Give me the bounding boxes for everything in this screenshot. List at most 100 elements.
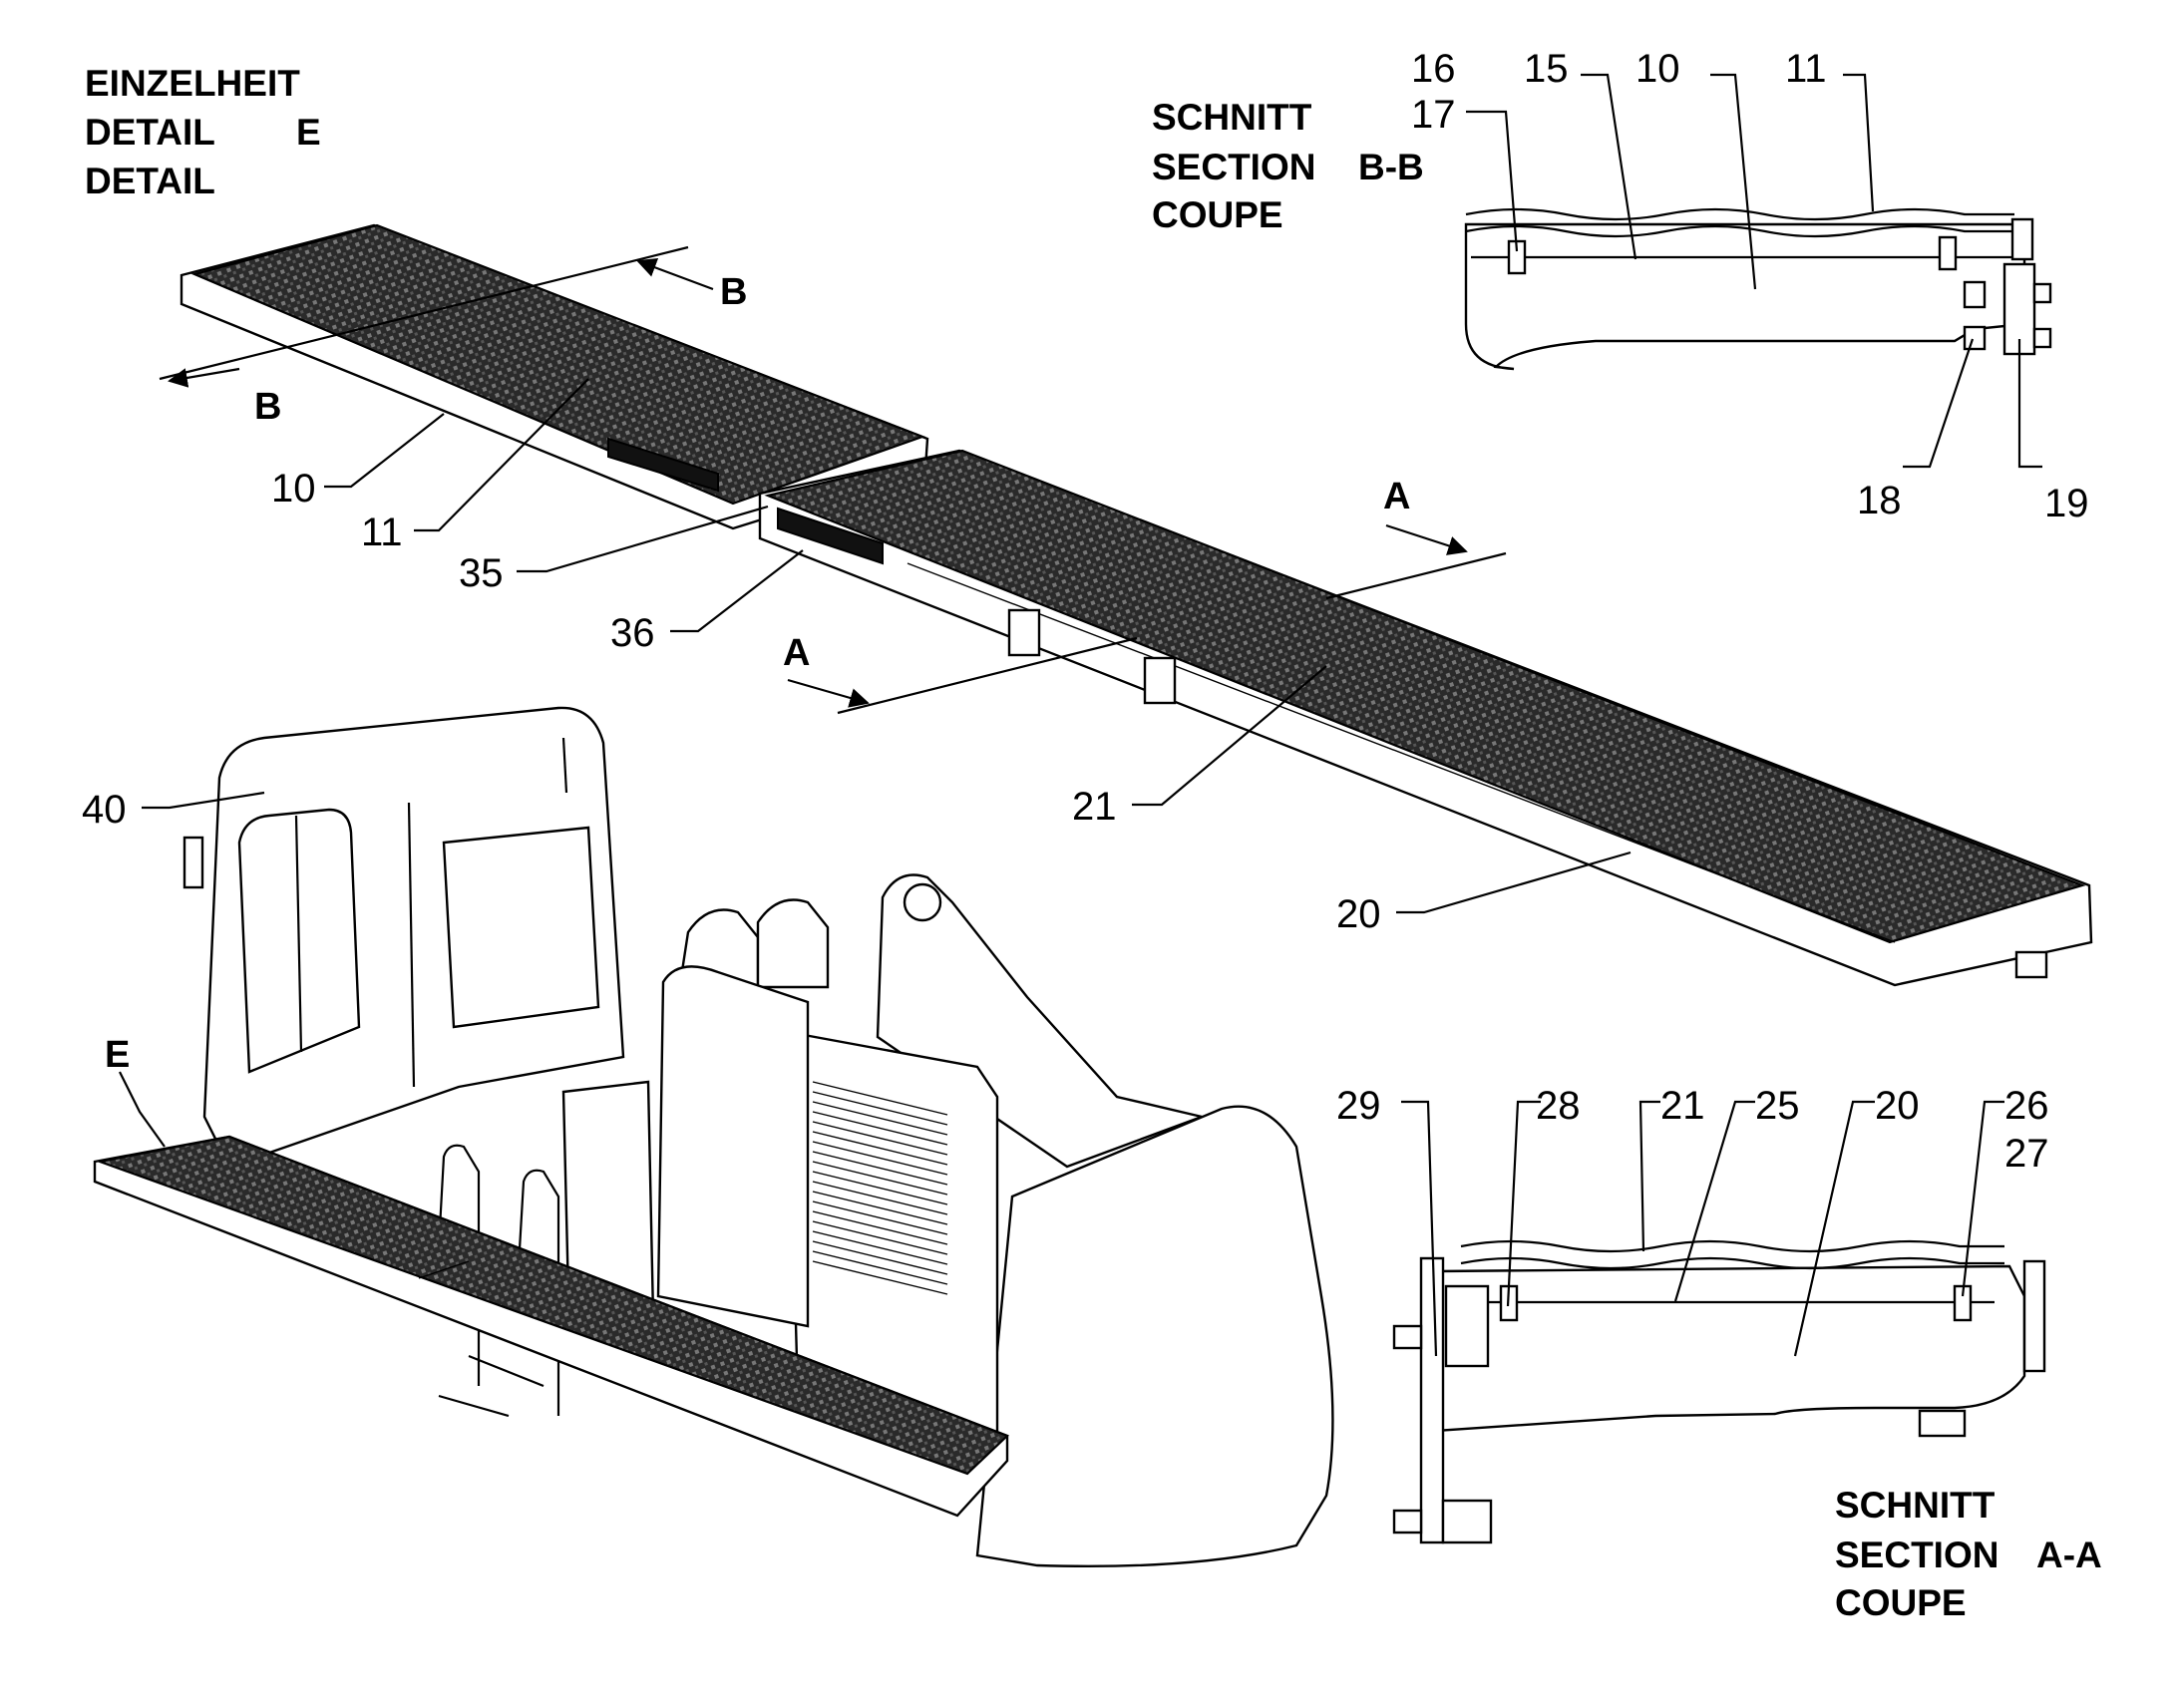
section-bb-bolt-upper [1963, 280, 1987, 309]
grille-slats [812, 1081, 948, 1295]
bb-leader-11 [1843, 73, 1875, 212]
marker-a-right: A [1383, 476, 1410, 517]
aa-callout-28: 28 [1536, 1084, 1581, 1128]
detail-title-line3: DETAIL [85, 161, 215, 201]
cab-window-divider [294, 815, 303, 1053]
right-walkway [758, 449, 2093, 987]
aa-leader-29 [1401, 1100, 1438, 1357]
walkway-20-bracket-2 [1143, 656, 1177, 705]
boom-bracket-center [756, 898, 830, 989]
callout-35: 35 [459, 551, 504, 595]
callout-40: 40 [82, 788, 127, 832]
section-bb-body [1464, 222, 2026, 371]
bb-leader-19 [2017, 339, 2042, 469]
leader-11 [414, 378, 589, 532]
bb-callout-11: 11 [1785, 47, 1827, 91]
callout-21: 21 [1072, 785, 1117, 829]
section-bb-end-tab [2010, 217, 2034, 261]
marker-b-right: B [720, 271, 747, 313]
bb-leader-15 [1581, 73, 1637, 260]
detail-e-title: EINZELHEIT DETAIL E DETAIL [85, 63, 321, 201]
section-aa-block [1444, 1284, 1490, 1368]
leader-10 [324, 413, 445, 489]
bb-callout-19: 19 [2044, 482, 2089, 525]
marker-e: E [105, 1034, 130, 1076]
section-aa-bolt-upper [1392, 1324, 1423, 1350]
tank-block [656, 965, 810, 1328]
leader-20 [1396, 851, 1632, 914]
marker-b-left: B [254, 386, 281, 428]
aa-leader-28 [1506, 1100, 1541, 1307]
walkway-20-bolt [2014, 950, 2048, 979]
leader-21 [1132, 665, 1327, 807]
section-bb-line3: COUPE [1152, 194, 1283, 235]
marker-a-left: A [783, 632, 810, 674]
aa-callout-27: 27 [2004, 1132, 2049, 1176]
aa-leader-26 [1961, 1100, 2004, 1297]
section-aa-foot [1918, 1409, 1967, 1438]
detail-walkway-grating [95, 1135, 1010, 1476]
aa-callout-26: 26 [2004, 1084, 2049, 1128]
detail-walkway-joint [418, 1260, 470, 1279]
section-aa: 29 28 21 25 20 26 27 SCHNITT SECTION A-A… [1336, 1084, 2102, 1623]
section-aa-cut-left [837, 636, 1138, 715]
leader-36 [670, 549, 804, 633]
walkway-10-grating [190, 223, 926, 506]
counterweight [975, 1105, 1334, 1568]
section-aa-flange [1419, 1256, 1445, 1544]
callout-20: 20 [1336, 892, 1381, 936]
section-aa-grating-top [1460, 1239, 2004, 1253]
section-bb-letter: B-B [1358, 147, 1424, 187]
engine-grille [812, 1081, 948, 1295]
bb-callout-15: 15 [1524, 47, 1569, 91]
aa-leader-25 [1673, 1100, 1755, 1302]
bb-callout-10: 10 [1635, 47, 1680, 91]
callout-36: 36 [610, 611, 655, 655]
section-bb-arrow-left [168, 367, 240, 388]
leader-35 [517, 505, 769, 573]
aa-leader-20 [1793, 1100, 1875, 1357]
ladder-rail-left [437, 1144, 481, 1386]
section-line-aa: A A [783, 476, 1507, 715]
section-bb-line2: SECTION [1152, 147, 1315, 187]
walkway-20-end-plate [777, 507, 884, 565]
callout-11: 11 [361, 511, 403, 554]
walkway-callouts: 10 11 35 36 21 20 [271, 378, 1632, 936]
aa-callout-25: 25 [1755, 1084, 1800, 1128]
section-bb-clip-right [1938, 235, 1958, 271]
ladder-rail-right [517, 1169, 560, 1416]
walkway-20-edge [907, 562, 1896, 943]
section-bb-nut-upper [2032, 282, 2052, 304]
bb-leader-10 [1710, 73, 1757, 290]
bb-leader-17 [1466, 110, 1519, 252]
cab-front-window [442, 826, 600, 1029]
section-bb-grating-bottom [1465, 224, 2014, 238]
bb-leader-18 [1903, 338, 1975, 469]
section-aa-nut-lower [1441, 1499, 1493, 1544]
section-bb-bolt-lower [1963, 325, 1987, 351]
leader-40 [142, 791, 265, 810]
section-bb-arrow-right [636, 257, 714, 291]
boom-pin-right [903, 882, 942, 922]
detail-title-letter: E [296, 112, 321, 153]
section-bb-cut [159, 245, 689, 381]
section-aa-arrow-right [1385, 523, 1468, 555]
section-aa-bolt-lower [1392, 1509, 1423, 1535]
walkway-20-grating [764, 449, 2086, 944]
aa-callout-20: 20 [1875, 1084, 1920, 1128]
cab-antenna [561, 737, 568, 794]
callout-10: 10 [271, 467, 316, 511]
cab-pillar [407, 802, 416, 1088]
engine-hood [786, 1030, 999, 1448]
section-bb: SCHNITT SECTION B-B COUPE 16 17 15 10 11… [1152, 47, 2089, 525]
aa-leader-21 [1638, 1100, 1660, 1252]
section-aa-body [1434, 1264, 2026, 1433]
section-line-bb: B B [159, 245, 747, 428]
leader-e [119, 1071, 166, 1148]
section-bb-line1: SCHNITT [1152, 97, 1312, 138]
machine-assembly [93, 706, 1334, 1568]
upper-walkway [180, 223, 929, 530]
detail-title-line2: DETAIL [85, 112, 215, 153]
boom-mount [876, 873, 1207, 1169]
walkway-10-end-plate [607, 437, 719, 493]
